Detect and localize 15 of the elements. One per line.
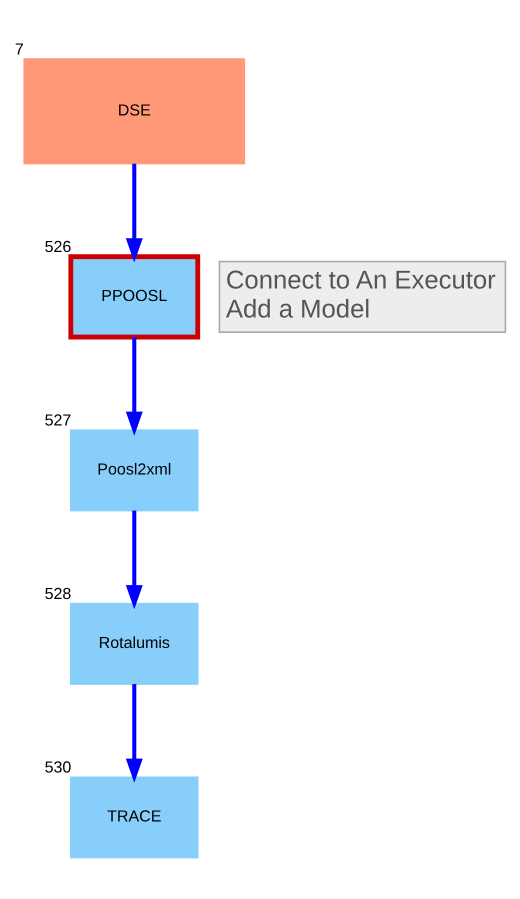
node-label: 530 — [44, 758, 72, 776]
node-box: DSE — [23, 58, 246, 164]
arrow — [126, 510, 143, 610]
node-box: Rotalumis — [70, 602, 199, 685]
arrow — [126, 337, 143, 436]
node-label: 7 — [14, 40, 24, 58]
node-box: Poosl2xml — [70, 429, 199, 512]
node-box: Connect to An Executor Add a Model — [218, 260, 506, 334]
node-label: 526 — [44, 238, 72, 256]
arrow — [126, 164, 143, 262]
node-box: TRACE — [70, 776, 199, 858]
node-label: 528 — [44, 584, 72, 603]
arrow — [126, 684, 143, 783]
node-label: 527 — [44, 411, 72, 430]
node-box: PPOOSL — [68, 254, 200, 340]
